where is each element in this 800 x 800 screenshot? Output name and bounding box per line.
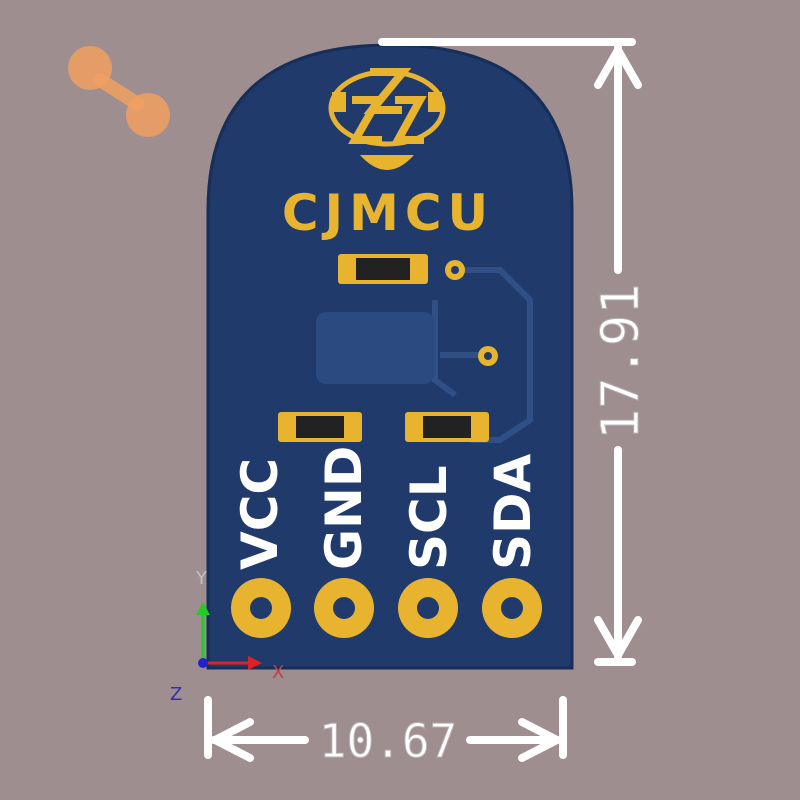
smd-resistor-top [338,254,465,284]
pin-label-gnd: GND [315,446,373,570]
pin-label-sda: SDA [484,453,542,570]
height-dimension-label: 17.91 [591,283,651,440]
width-dimension-label: 10.67 [319,714,457,768]
smd-resistor-left [278,412,362,442]
cjmcu-logo-icon [328,68,446,170]
pin-label-scl: SCL [400,465,458,570]
origin-marker-icon [68,46,170,137]
axis-label-x: X [272,662,284,683]
pin-label-vcc: VCC [231,458,289,570]
pin-pad-gnd [314,578,374,638]
axis-label-y: Y [195,568,208,589]
height-dimension [378,38,642,666]
pin-pad-sda [482,578,542,638]
pin-pad-vcc [231,578,291,638]
axis-triad-icon: Y X Z [170,568,284,705]
via-pad [478,346,498,366]
axis-label-z: Z [170,684,182,705]
smd-resistor-right [405,412,489,442]
brand-label: CJMCU [282,184,494,242]
width-dimension [204,696,567,762]
pin-pad-scl [398,578,458,638]
pin-labels: VCC GND SCL SDA [231,446,542,570]
sensor-chip [316,312,434,384]
pcb-board [206,43,574,670]
